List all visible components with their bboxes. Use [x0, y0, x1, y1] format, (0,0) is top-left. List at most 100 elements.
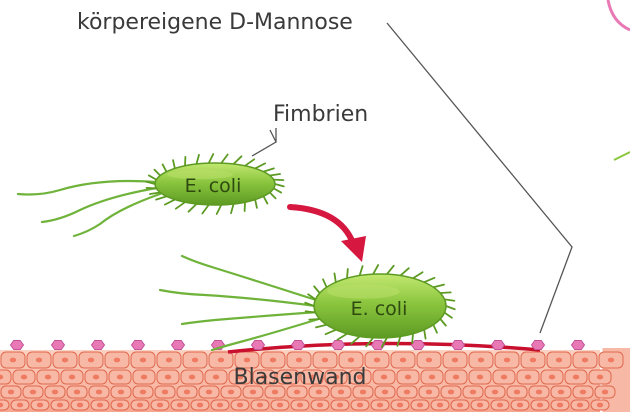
edge-green-stroke: [613, 151, 630, 161]
fimbria: [232, 155, 243, 165]
fimbria: [324, 328, 337, 336]
cell-nucleus: [165, 357, 173, 363]
cell-nucleus: [68, 374, 76, 380]
mannose-hexagon: [410, 340, 426, 350]
cell-nucleus: [236, 374, 244, 380]
fimbria: [315, 323, 328, 329]
cell-nucleus: [140, 374, 148, 380]
cell-nucleus: [548, 374, 556, 380]
flagellum: [158, 288, 318, 308]
cell-nucleus: [356, 402, 364, 408]
ecoli-label-top: E. coli: [185, 175, 242, 197]
cell-nucleus: [212, 374, 220, 380]
fimbria: [423, 328, 427, 340]
cell-nucleus: [469, 389, 477, 395]
bacterium-highlight: [327, 284, 400, 299]
mannose-hexagon: [490, 340, 506, 350]
cell-nucleus: [196, 402, 204, 408]
fimbria: [411, 332, 414, 344]
fimbria: [308, 318, 321, 321]
mannose-hexagon: [250, 340, 266, 350]
cell-nucleus: [380, 374, 388, 380]
cell-nucleus: [491, 389, 499, 395]
fimbria: [254, 198, 258, 209]
cell-nucleus: [316, 402, 324, 408]
fimbria: [274, 183, 285, 188]
fimbria: [432, 323, 438, 334]
cell-nucleus: [295, 357, 303, 363]
cell-nucleus: [73, 389, 81, 395]
cell-nucleus: [0, 402, 4, 408]
cell-nucleus: [35, 357, 43, 363]
cell-nucleus: [516, 402, 524, 408]
cell-nucleus: [476, 402, 484, 408]
fimbria: [358, 265, 364, 277]
cell-nucleus: [284, 374, 292, 380]
fimbria: [385, 264, 395, 276]
arrow-head: [341, 236, 366, 262]
fimbria: [155, 195, 168, 201]
cell-nucleus: [256, 402, 264, 408]
bladder-wall: [0, 340, 624, 412]
cell-nucleus: [269, 357, 277, 363]
fimbrien-pointer-line: [251, 129, 277, 157]
cell-nucleus: [403, 389, 411, 395]
fimbria: [174, 201, 186, 210]
cell-nucleus: [556, 402, 564, 408]
cell-nucleus: [557, 389, 565, 395]
fimbria: [396, 335, 402, 347]
cell-nucleus: [116, 374, 124, 380]
cell-nucleus: [337, 389, 345, 395]
wall-cells: [0, 351, 624, 411]
ecoli-label-bottom: E. coli: [351, 298, 408, 320]
cell-nucleus: [216, 402, 224, 408]
cell-nucleus: [356, 374, 364, 380]
fimbria: [307, 293, 317, 301]
bacterium-highlight: [167, 169, 233, 180]
fimbria: [145, 180, 156, 185]
fimbria: [432, 283, 445, 289]
cell-nucleus: [308, 374, 316, 380]
fimbria: [262, 167, 275, 173]
cell-nucleus: [476, 374, 484, 380]
fimbria: [215, 203, 223, 215]
fimbria: [272, 187, 283, 194]
cell-nucleus: [332, 374, 340, 380]
cell-nucleus: [503, 357, 511, 363]
cell-nucleus: [359, 389, 367, 395]
arrow-shaft: [287, 204, 356, 246]
fimbria: [304, 310, 317, 314]
cell-nucleus: [607, 357, 615, 363]
cell-nucleus: [376, 402, 384, 408]
fimbria: [412, 271, 424, 280]
movement-arrow: [287, 204, 366, 262]
cell-nucleus: [477, 357, 485, 363]
cell-nucleus: [496, 402, 504, 408]
cell-nucleus: [321, 357, 329, 363]
cell-nucleus: [276, 402, 284, 408]
cell-nucleus: [7, 389, 15, 395]
cell-nucleus: [555, 357, 563, 363]
fimbria: [220, 153, 229, 165]
ecoli-bacterium-bottom: [158, 254, 456, 352]
edge-pink-arc: [606, 0, 630, 32]
cell-nucleus: [347, 357, 355, 363]
cell-nucleus: [227, 389, 235, 395]
cell-nucleus: [96, 402, 104, 408]
cell-nucleus: [513, 389, 521, 395]
mannose-hexagon: [90, 340, 106, 350]
cell-nucleus: [20, 374, 28, 380]
fimbria: [195, 153, 200, 165]
cell-nucleus: [500, 374, 508, 380]
cell-nucleus: [87, 357, 95, 363]
cell-nucleus: [425, 389, 433, 395]
mannose-hexagon: [130, 340, 146, 350]
fimbria: [268, 191, 277, 200]
fimbria: [313, 285, 321, 294]
cell-nucleus: [293, 389, 301, 395]
fimbria: [244, 158, 256, 167]
cell-nucleus: [236, 402, 244, 408]
cell-nucleus: [136, 402, 144, 408]
